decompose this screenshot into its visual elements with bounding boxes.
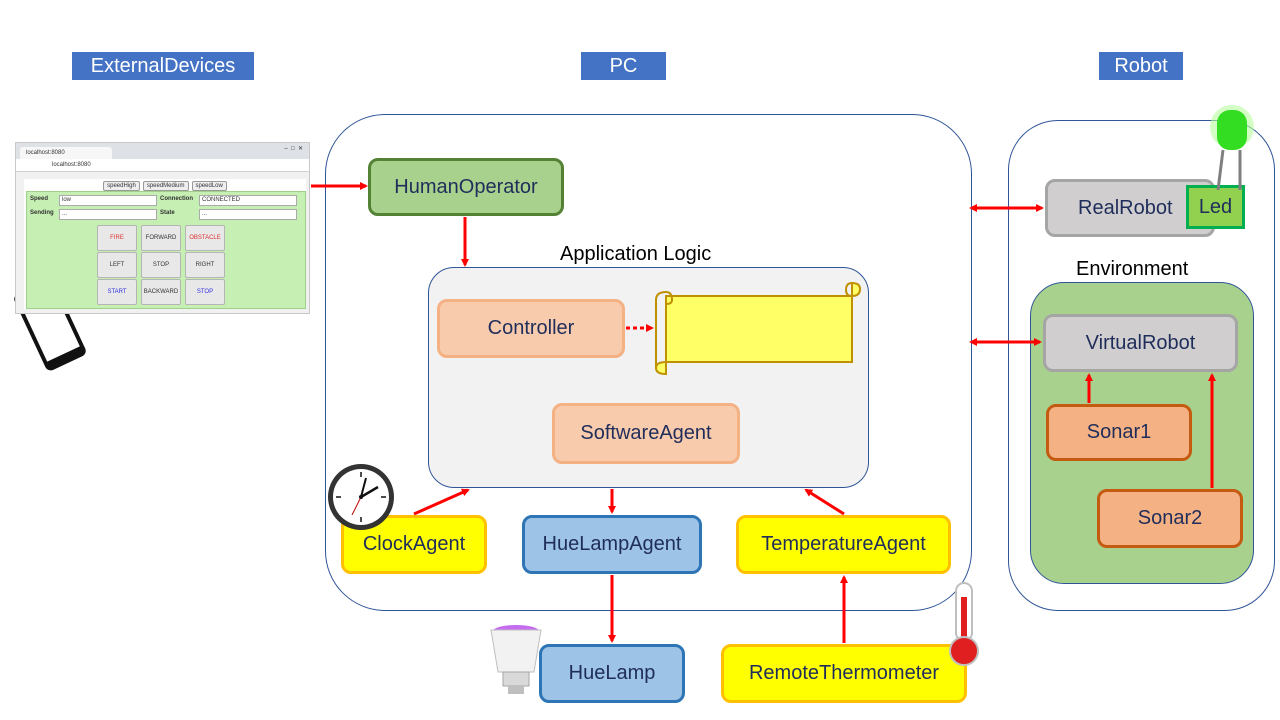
browser-url-bar[interactable]: localhost:8080: [16, 159, 309, 172]
led-node[interactable]: Led: [1186, 185, 1245, 229]
virtual-robot-node[interactable]: VirtualRobot: [1043, 314, 1238, 372]
hue-lamp-node[interactable]: HueLamp: [539, 644, 685, 703]
fire-button[interactable]: FIRE: [97, 225, 137, 251]
state-label: State: [160, 210, 175, 216]
speed-low-button[interactable]: speedLow: [191, 181, 227, 191]
connection-label: Connection: [160, 196, 193, 202]
forward-button[interactable]: FORWARD: [141, 225, 181, 251]
hue-lamp-agent-node[interactable]: HueLampAgent: [522, 515, 702, 574]
speed-buttons: speedHigh speedMedium speedLow: [24, 179, 306, 191]
stop-button[interactable]: STOP: [141, 252, 181, 278]
speed-value: low: [59, 195, 157, 206]
browser-window: localhost:8080 – □ ✕ localhost:8080 spee…: [15, 142, 310, 314]
remote-thermometer-node[interactable]: RemoteThermometer: [721, 644, 967, 703]
control-panel: Speed low Connection CONNECTED Sending .…: [26, 191, 306, 309]
temperature-agent-node[interactable]: TemperatureAgent: [736, 515, 951, 574]
start-button[interactable]: START: [97, 279, 137, 305]
sonar1-node[interactable]: Sonar1: [1046, 404, 1192, 461]
human-operator-node[interactable]: HumanOperator: [368, 158, 564, 216]
speed-medium-button[interactable]: speedMedium: [142, 181, 189, 191]
right-button[interactable]: RIGHT: [185, 252, 225, 278]
hue-bulb-icon: [490, 625, 542, 694]
environment-label: Environment: [1076, 258, 1189, 280]
sending-label: Sending: [30, 210, 54, 216]
browser-tabbar: localhost:8080 – □ ✕: [16, 143, 309, 159]
backward-button[interactable]: BACKWARD: [141, 279, 181, 305]
sonar2-node[interactable]: Sonar2: [1097, 489, 1243, 548]
sending-value: ...: [59, 209, 157, 220]
thermometer-icon: [949, 582, 979, 666]
stop-button-2[interactable]: STOP: [185, 279, 225, 305]
speed-high-button[interactable]: speedHigh: [103, 181, 140, 191]
connection-value: CONNECTED: [199, 195, 297, 206]
resource-model-scroll: [654, 281, 862, 376]
clock-agent-node[interactable]: ClockAgent: [341, 515, 487, 574]
speed-label: Speed: [30, 196, 49, 202]
obstacle-button[interactable]: OBSTACLE: [185, 225, 225, 251]
browser-tab[interactable]: localhost:8080: [20, 147, 112, 159]
header-robot: Robot: [1099, 52, 1183, 80]
header-external-devices: ExternalDevices: [72, 52, 254, 80]
software-agent-node[interactable]: SoftwareAgent: [552, 403, 740, 464]
arrow-clock-to-logic: [413, 488, 470, 516]
led-icon: [1210, 105, 1254, 191]
arrow-temp-to-logic: [804, 488, 845, 516]
controller-node[interactable]: Controller: [437, 299, 625, 358]
state-value: ...: [199, 209, 297, 220]
clock-icon: [328, 464, 394, 530]
window-controls[interactable]: – □ ✕: [284, 146, 303, 152]
left-button[interactable]: LEFT: [97, 252, 137, 278]
robot-control-page: speedHigh speedMedium speedLow Speed low…: [24, 179, 306, 309]
application-logic-label: Application Logic: [560, 243, 712, 265]
header-pc: PC: [581, 52, 666, 80]
